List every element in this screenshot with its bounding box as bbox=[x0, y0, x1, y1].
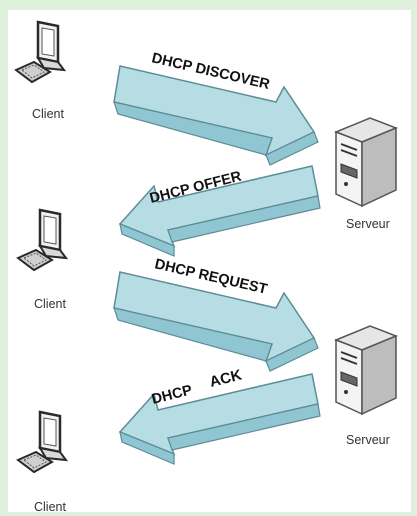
ack-label-suffix: ACK bbox=[208, 366, 244, 390]
ack-arrow bbox=[118, 373, 321, 465]
client-label: Client bbox=[34, 500, 66, 512]
client-label: Client bbox=[34, 297, 66, 311]
diagram-canvas: DHCP DISCOVER DHCP OFFER DHCP REQUEST DH… bbox=[14, 20, 397, 512]
client-computer-icon bbox=[16, 410, 68, 474]
request-arrow bbox=[113, 271, 319, 372]
server-icon bbox=[335, 325, 397, 415]
client-computer-icon bbox=[14, 20, 66, 84]
discover-arrow bbox=[113, 65, 319, 166]
client-label: Client bbox=[32, 107, 64, 121]
offer-arrow bbox=[118, 165, 321, 257]
server-label: Serveur bbox=[346, 217, 390, 231]
server-label: Serveur bbox=[346, 433, 390, 447]
dhcp-diagram: DHCP DISCOVER DHCP OFFER DHCP REQUEST DH… bbox=[8, 10, 411, 512]
client-computer-icon bbox=[16, 208, 68, 272]
server-icon bbox=[335, 117, 397, 207]
